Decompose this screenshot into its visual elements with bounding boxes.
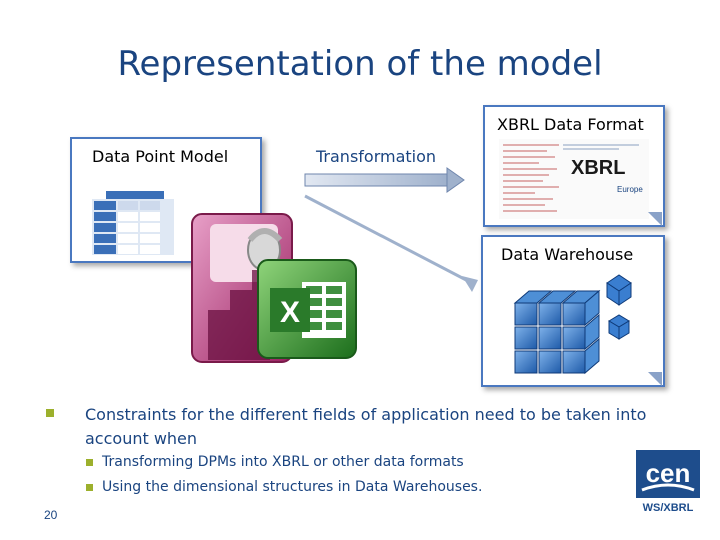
xbrl-format-label: XBRL Data Format [497,115,644,134]
xbrl-logo-text: XBRL [571,157,626,179]
table-grid-icon [92,191,174,255]
warehouse-box-fold [648,372,662,386]
transformation-label: Transformation [316,147,437,166]
data-warehouse-box: Data Warehouse [481,235,665,387]
bullet-marker-sub2 [86,484,93,491]
warehouse-arrow [304,194,478,292]
bullet-sub2-text: Using the dimensional structures in Data… [102,479,483,495]
xbrl-format-box: XBRL Data Format XBRL Europe [483,105,665,227]
bullet-main-text: Constraints for the different fields of … [85,405,647,448]
cen-logo-mark: cen [641,458,695,492]
cen-logo-subtitle: WS/XBRL [642,502,694,514]
excel-letter: X [280,296,300,329]
cen-logo: cen [636,450,700,498]
cen-logo-text: cen [646,458,691,488]
data-warehouse-label: Data Warehouse [501,245,634,264]
data-point-model-box: Data Point Model [70,137,262,263]
bullet-marker-main [46,409,54,417]
page-number: 20 [44,508,58,522]
data-cube-icon [513,274,632,375]
bullet-marker-sub1 [86,459,93,466]
data-point-model-label: Data Point Model [92,147,229,166]
xbrl-logo-sub: Europe [617,185,643,194]
xbrl-document-icon [499,139,649,219]
transformation-arrow [304,167,465,193]
xbrl-logo: XBRL [571,157,625,180]
xbrl-box-fold [648,212,662,226]
slide-title: Representation of the model [117,44,603,84]
bullet-sub1-text: Transforming DPMs into XBRL or other dat… [102,454,464,470]
excel-icon: X [257,259,357,359]
